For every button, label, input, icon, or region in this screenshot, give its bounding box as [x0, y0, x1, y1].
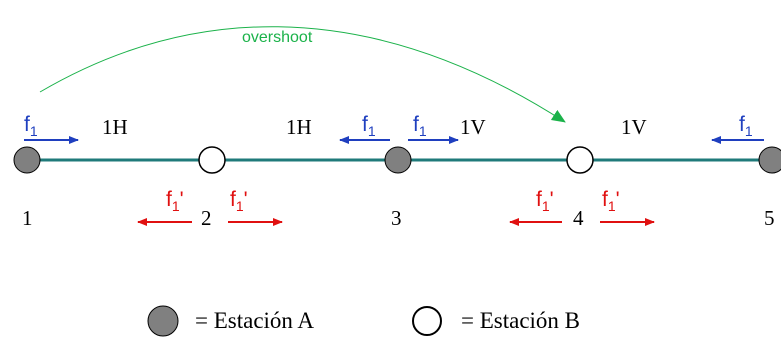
station-number-1: 1: [22, 206, 33, 230]
station-number-5: 5: [764, 206, 775, 230]
legend-station-b-label: = Estación B: [461, 308, 580, 333]
f1-label-station-5: f1: [739, 113, 753, 139]
f1p-label-station-4-right: f1': [602, 188, 620, 214]
station-number-2: 2: [201, 206, 212, 230]
segment-label-1: 1H: [102, 115, 128, 139]
f1-label-station-1: f1: [24, 113, 38, 139]
legend-station-a-label: = Estación A: [195, 308, 314, 333]
station-number-3: 3: [391, 206, 402, 230]
station-4: [566, 146, 594, 174]
station-3: [384, 146, 412, 174]
legend-station-b-symbol: [412, 306, 442, 336]
station-5: [758, 146, 781, 174]
segment-label-3: 1V: [460, 115, 486, 139]
f1p-label-station-4-left: f1': [536, 188, 554, 214]
f1-label-station-3-right: f1: [413, 113, 427, 139]
segment-label-2: 1H: [286, 115, 312, 139]
station-number-4: 4: [573, 206, 584, 230]
f1p-label-station-2-left: f1': [166, 188, 184, 214]
station-2: [198, 146, 226, 174]
station-1: [13, 146, 41, 174]
f1p-label-station-2-right: f1': [230, 188, 248, 214]
segment-label-4: 1V: [621, 115, 647, 139]
overshoot-arc: [39, 26, 566, 123]
legend-station-a-symbol: [147, 305, 179, 337]
f1-label-station-3-left: f1: [362, 113, 376, 139]
overshoot-label: overshoot: [242, 29, 313, 46]
